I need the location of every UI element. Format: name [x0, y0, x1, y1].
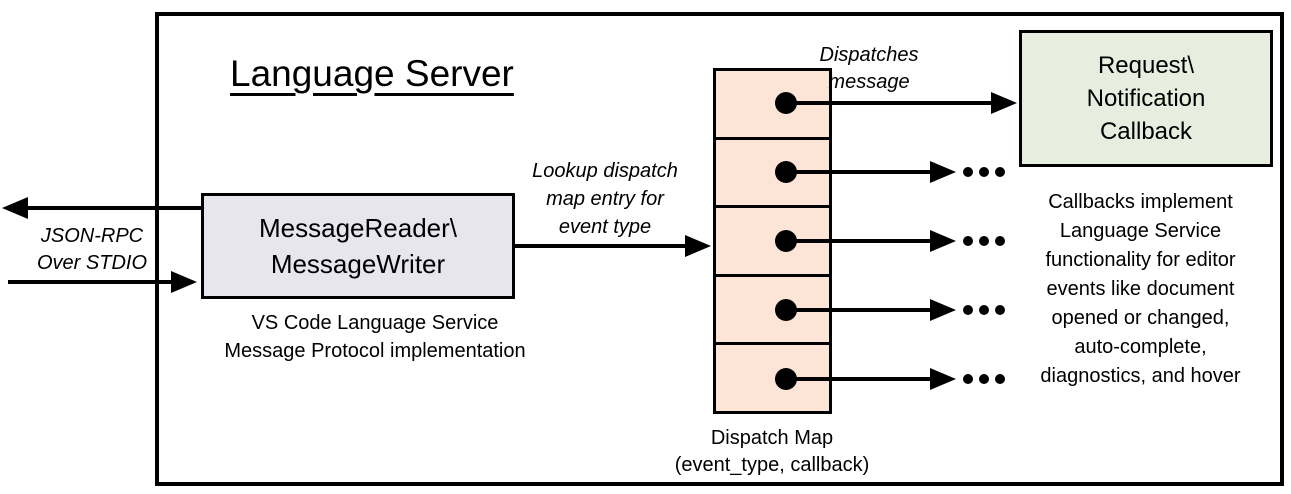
dispatch-map-label: Dispatch Map (event_type, callback) [674, 427, 870, 476]
diagram-title: Language Server [230, 53, 514, 94]
ellipsis-icon [963, 167, 1005, 177]
dispatch-arrowhead-icon [930, 230, 956, 252]
dispatch-arrowhead-icon [930, 368, 956, 390]
ellipsis-icon [963, 305, 1005, 315]
callbacks-note: Callbacks implement Language Service fun… [1040, 191, 1241, 387]
dispatch-arrow-line [786, 377, 932, 381]
request-notification-callback-box: Request\ Notification Callback [1019, 30, 1273, 167]
stdio-out-arrowhead-icon [2, 197, 28, 219]
dispatch-arrow-line [786, 308, 932, 312]
ellipsis-icon [963, 236, 1005, 246]
message-box-caption: VS Code Language Service Message Protoco… [224, 312, 526, 362]
lookup-arrowhead-icon [685, 235, 711, 257]
dispatch-map-cell [716, 342, 829, 411]
dispatch-arrow-line [786, 101, 992, 105]
json-rpc-label: JSON-RPC Over STDIO [36, 225, 147, 274]
stdio-out-arrow-line [22, 206, 201, 210]
stdio-in-arrowhead-icon [171, 271, 197, 293]
dispatch-arrow-line [786, 170, 932, 174]
lookup-label: Lookup dispatch map entry for event type [532, 160, 678, 238]
dispatch-arrow-line [786, 239, 932, 243]
ellipsis-icon [963, 374, 1005, 384]
dispatch-arrowhead-icon [930, 299, 956, 321]
dispatch-arrowhead-icon [991, 92, 1017, 114]
stdio-in-arrow-line [8, 280, 172, 284]
dispatches-label: Dispatches message [819, 44, 919, 93]
message-reader-writer-box: MessageReader\ MessageWriter [201, 193, 515, 299]
language-server-frame [155, 12, 1284, 486]
dispatch-arrowhead-icon [930, 161, 956, 183]
lookup-arrow-line [515, 244, 687, 248]
